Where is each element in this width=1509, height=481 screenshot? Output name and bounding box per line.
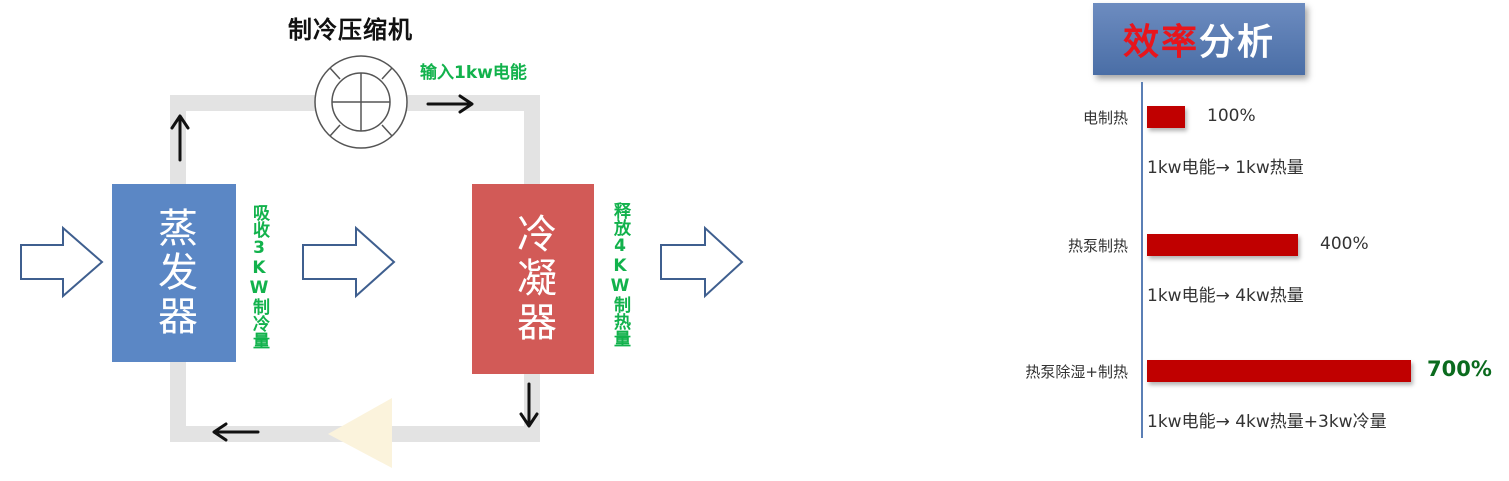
category-label: 电制热	[1082, 109, 1128, 127]
conversion-note: 1kw电能→ 4kw热量+3kw冷量	[1147, 412, 1387, 432]
bar-1	[1147, 106, 1185, 128]
input-energy-label: 输入1kw电能	[420, 63, 527, 83]
conversion-note: 1kw电能→ 1kw热量	[1147, 158, 1304, 178]
refrigeration-cycle-diagram	[20, 55, 744, 468]
efficiency-title-banner: 效率分析	[1093, 3, 1305, 75]
release-heating-label: 释放4KW制热量	[610, 202, 630, 347]
bar-2	[1147, 234, 1298, 256]
bar-value-label: 100%	[1207, 106, 1256, 126]
evaporator-box: 蒸发器	[112, 184, 236, 362]
bar-3	[1147, 360, 1411, 382]
flow-arrow-down-icon	[519, 382, 539, 428]
bar-value-label: 700%	[1427, 357, 1492, 381]
category-label: 热泵制热	[1067, 237, 1128, 255]
efficiency-title-white: 分析	[1199, 22, 1276, 63]
conversion-note: 1kw电能→ 4kw热量	[1147, 286, 1304, 306]
category-label: 热泵除湿+制热	[1025, 363, 1128, 381]
flow-arrow-right-icon	[426, 94, 474, 114]
pipe-top-left	[170, 95, 320, 111]
bar-value-label: 400%	[1320, 234, 1369, 254]
flow-arrow-left-icon	[212, 422, 260, 442]
pipe-left-lower	[170, 362, 186, 442]
chart-axis	[1141, 82, 1143, 438]
evaporator-label: 蒸发器	[151, 207, 197, 339]
heat-out-arrow-icon	[660, 225, 744, 299]
pipe-right-upper	[524, 95, 540, 185]
pipe-left-upper	[170, 95, 186, 185]
condenser-label: 冷凝器	[510, 213, 556, 345]
condenser-box: 冷凝器	[472, 184, 594, 374]
compressor-title: 制冷压缩机	[288, 16, 413, 44]
absorb-cooling-label: 吸收3KW制冷量	[249, 204, 269, 349]
compressor-icon	[314, 55, 408, 149]
efficiency-title-red: 效率	[1122, 22, 1199, 63]
flow-arrow-up-icon	[170, 114, 190, 162]
heat-transfer-arrow-icon	[302, 225, 396, 299]
heat-in-arrow-icon	[20, 225, 104, 299]
expansion-valve-icon	[328, 398, 392, 468]
